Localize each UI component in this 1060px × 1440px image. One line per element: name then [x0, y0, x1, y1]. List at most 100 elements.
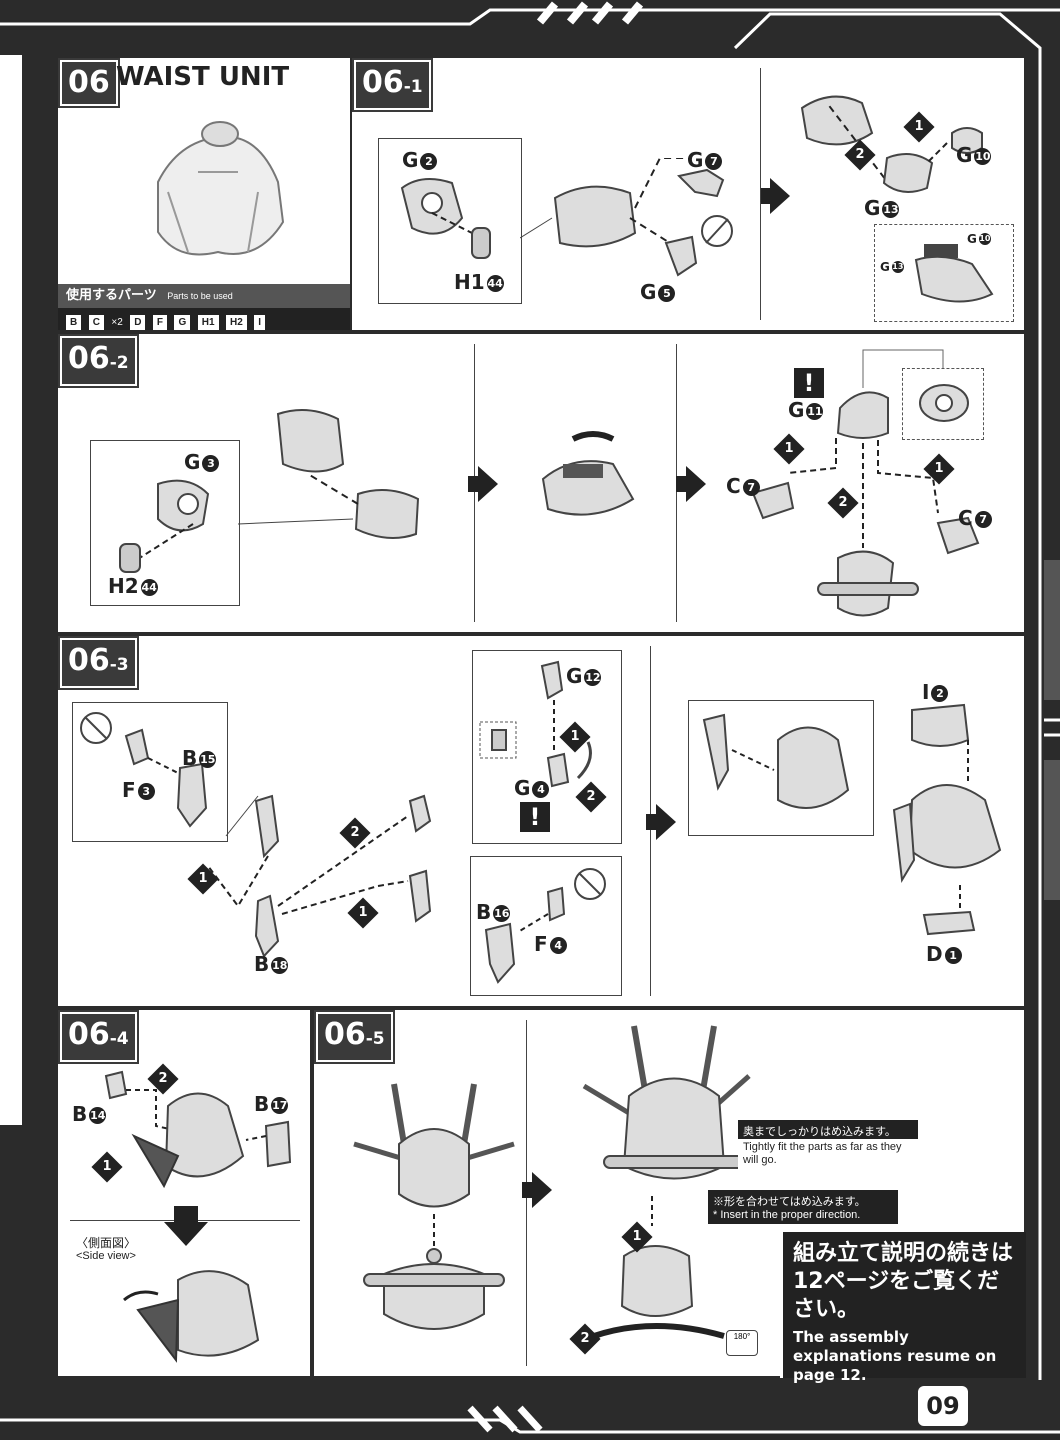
part-g5-drawing — [664, 215, 733, 277]
part-number-circle: 2 — [420, 153, 438, 170]
step-number-main: 06 — [68, 643, 110, 678]
part-number-circle: 15 — [199, 751, 217, 768]
note1-en: Tightly fit the parts as far as they wil… — [738, 1139, 918, 1169]
step-number-main: 06 — [68, 1017, 110, 1052]
caution-icon: ! — [520, 802, 550, 832]
part-number-circle: 18 — [271, 957, 289, 974]
step-marker-2: 2 — [147, 1063, 179, 1095]
i2-d1-assembly-drawing — [892, 703, 1002, 936]
part-key-c-count: ×2 — [111, 317, 123, 328]
step-marker-1: 1 — [903, 111, 935, 143]
side-view-label-en: <Side view> — [76, 1250, 136, 1262]
part-key-c: C — [88, 315, 104, 330]
part-key-h1: H1 — [197, 315, 219, 330]
label-letter: G — [967, 232, 977, 246]
caution-icon: ! — [794, 368, 824, 398]
g10-g13-detail-drawing — [914, 244, 994, 303]
previous-page-edge — [0, 55, 22, 1125]
step-06-1-number: 06-1 — [352, 58, 433, 112]
head-waist-attach-drawing — [353, 1083, 515, 1330]
step-marker-1: 1 — [91, 1151, 123, 1183]
label-letter: G — [514, 776, 531, 800]
label-letter: G — [640, 280, 657, 304]
marker-text: 1 — [198, 871, 208, 886]
label-letter: G — [184, 450, 201, 474]
step-marker-1c: 1 — [559, 721, 591, 753]
part-number-circle: 2 — [931, 685, 949, 702]
step-number-sub: -4 — [109, 1029, 129, 1049]
label-letter: H1 — [454, 270, 485, 294]
part-key-g: G — [174, 315, 191, 330]
g11-detail-drawing — [919, 384, 969, 422]
note2-en: * Insert in the proper direction. — [713, 1209, 861, 1221]
step-marker-2a: 2 — [339, 817, 371, 849]
continue-notice-en: The assembly explanations resume on page… — [793, 1328, 997, 1384]
part-number-circle: 7 — [705, 153, 723, 170]
part-key-h2: H2 — [225, 315, 247, 330]
note2-ja: ※形を合わせてはめ込みます。 — [713, 1196, 866, 1208]
marker-text: 2 — [158, 1071, 168, 1086]
step-number-sub: -5 — [365, 1029, 385, 1049]
step-marker-1a: 1 — [773, 433, 805, 465]
g10-g13-assembly-drawing — [800, 95, 983, 193]
step-number-sub: -3 — [109, 655, 129, 675]
part-g7-drawing — [677, 168, 725, 198]
marker-text: 2 — [586, 789, 596, 804]
part-number-circle: 4 — [549, 937, 567, 954]
label-letter: B — [72, 1102, 88, 1126]
step-number-sub: -1 — [403, 77, 423, 97]
step-06-panel: 06 WAIST UNIT 使用するパーツ Parts to be used B… — [58, 58, 350, 330]
g4-g12-drawing — [479, 660, 592, 788]
label-letter: I — [922, 680, 930, 704]
part-number-circle: 11 — [806, 403, 824, 420]
marker-text: 2 — [855, 147, 865, 162]
part-key-b: B — [66, 315, 82, 330]
label-letter: B — [182, 746, 198, 770]
label-letter: C — [726, 474, 741, 498]
part-key-d: D — [130, 315, 146, 330]
part-g3-h2-drawing — [119, 479, 210, 573]
step-marker-2: 2 — [844, 139, 876, 171]
part-number-circle: 7 — [974, 511, 992, 528]
note1-ja: 奥までしっかりはめ込みます。 — [743, 1126, 896, 1138]
part-number-circle: 44 — [140, 579, 158, 596]
step-marker-1b: 1 — [347, 897, 379, 929]
part-number-circle: 16 — [493, 905, 511, 922]
waist-core-drawing — [520, 158, 690, 248]
part-number-circle: 12 — [584, 669, 602, 686]
label-letter: B — [254, 1092, 270, 1116]
f4-b16-drawing — [484, 868, 606, 984]
label-letter: F — [534, 932, 548, 956]
side-view-drawing — [123, 1270, 260, 1363]
waist-unit-illustration — [157, 121, 285, 256]
next-step-arrow — [646, 804, 676, 840]
tight-fit-note: 奥までしっかりはめ込みます。 Tightly fit the parts as … — [738, 1120, 918, 1169]
step-number-main: 06 — [362, 65, 404, 100]
part-key-i: I — [254, 315, 265, 330]
next-step-arrow — [522, 1172, 552, 1208]
rotate-180-icon: 180° — [726, 1330, 758, 1356]
skirt-attach-drawing — [702, 713, 850, 809]
next-step-arrow — [676, 466, 706, 502]
marker-text: 1 — [934, 461, 944, 476]
step-06-4-number: 06-4 — [58, 1010, 139, 1064]
step-06-number: 06 — [58, 58, 120, 108]
parts-list: B C ×2 D F G H1 H2 I — [58, 308, 350, 330]
c7-assembly-drawing — [751, 349, 980, 617]
